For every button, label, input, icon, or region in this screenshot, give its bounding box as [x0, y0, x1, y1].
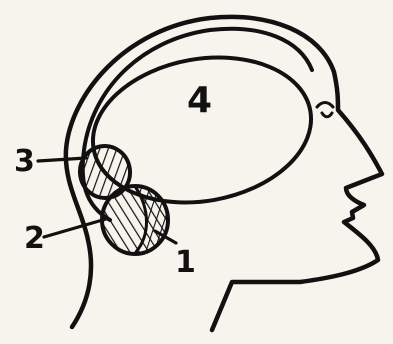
leader-line-2 [44, 219, 106, 237]
label-region-2: 2 [24, 221, 45, 256]
eye-mark [317, 103, 333, 117]
label-region-3: 3 [14, 144, 35, 179]
leader-line-3 [38, 158, 86, 161]
label-region-4: 4 [187, 80, 212, 121]
label-region-1: 1 [175, 245, 196, 280]
